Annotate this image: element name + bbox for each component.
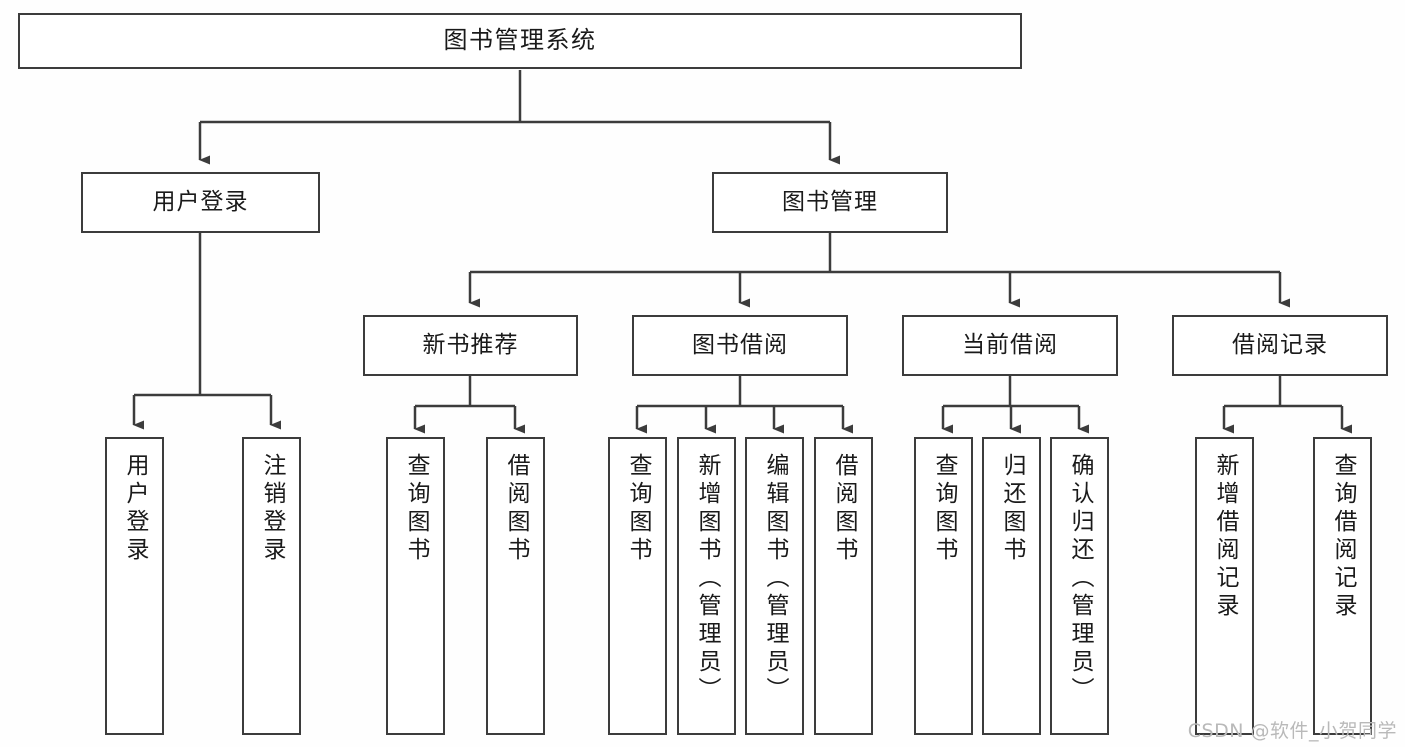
leaf-user-login-label: 用户登录 bbox=[122, 453, 148, 565]
leaf-borrow-book-1[interactable]: 借阅图书 bbox=[486, 437, 545, 735]
leaf-return-book[interactable]: 归还图书 bbox=[982, 437, 1041, 735]
leaf-borrow-book-2-label: 借阅图书 bbox=[831, 453, 857, 565]
node-user-login-label: 用户登录 bbox=[152, 189, 249, 216]
leaf-add-book[interactable]: 新增图书（管理员） bbox=[677, 437, 736, 735]
node-root-label: 图书管理系统 bbox=[443, 26, 597, 55]
leaf-edit-book[interactable]: 编辑图书（管理员） bbox=[745, 437, 804, 735]
node-user-login[interactable]: 用户登录 bbox=[81, 172, 320, 233]
leaf-query-book-1[interactable]: 查询图书 bbox=[386, 437, 445, 735]
leaf-user-login[interactable]: 用户登录 bbox=[105, 437, 164, 735]
node-root[interactable]: 图书管理系统 bbox=[18, 13, 1022, 69]
node-new-book-recommend-label: 新书推荐 bbox=[422, 332, 519, 359]
leaf-query-book-2[interactable]: 查询图书 bbox=[608, 437, 667, 735]
node-borrow-record-label: 借阅记录 bbox=[1232, 332, 1328, 359]
leaf-query-book-2-label: 查询图书 bbox=[625, 453, 651, 565]
leaf-user-logout[interactable]: 注销登录 bbox=[242, 437, 301, 735]
leaf-borrow-book-2[interactable]: 借阅图书 bbox=[814, 437, 873, 735]
node-book-borrow-label: 图书借阅 bbox=[692, 332, 788, 359]
node-borrow-record[interactable]: 借阅记录 bbox=[1172, 315, 1388, 376]
leaf-add-book-label: 新增图书（管理员） bbox=[694, 453, 720, 705]
node-current-borrow-label: 当前借阅 bbox=[962, 332, 1058, 359]
node-book-manage-label: 图书管理 bbox=[782, 189, 878, 216]
node-new-book-recommend[interactable]: 新书推荐 bbox=[363, 315, 578, 376]
leaf-confirm-return[interactable]: 确认归还（管理员） bbox=[1050, 437, 1109, 735]
leaf-query-record[interactable]: 查询借阅记录 bbox=[1313, 437, 1372, 735]
leaf-user-logout-label: 注销登录 bbox=[259, 453, 285, 565]
leaf-edit-book-label: 编辑图书（管理员） bbox=[762, 453, 788, 705]
leaf-return-book-label: 归还图书 bbox=[999, 453, 1025, 565]
leaf-query-book-1-label: 查询图书 bbox=[403, 453, 429, 565]
node-book-manage[interactable]: 图书管理 bbox=[712, 172, 948, 233]
leaf-add-record[interactable]: 新增借阅记录 bbox=[1195, 437, 1254, 735]
leaf-query-book-3[interactable]: 查询图书 bbox=[914, 437, 973, 735]
node-book-borrow[interactable]: 图书借阅 bbox=[632, 315, 848, 376]
node-current-borrow[interactable]: 当前借阅 bbox=[902, 315, 1118, 376]
leaf-borrow-book-1-label: 借阅图书 bbox=[503, 453, 529, 565]
leaf-query-record-label: 查询借阅记录 bbox=[1330, 453, 1356, 621]
leaf-confirm-return-label: 确认归还（管理员） bbox=[1067, 453, 1093, 705]
leaf-add-record-label: 新增借阅记录 bbox=[1212, 453, 1238, 621]
leaf-query-book-3-label: 查询图书 bbox=[931, 453, 957, 565]
csdn-watermark: CSDN @软件_小贺同学 bbox=[1187, 720, 1397, 742]
